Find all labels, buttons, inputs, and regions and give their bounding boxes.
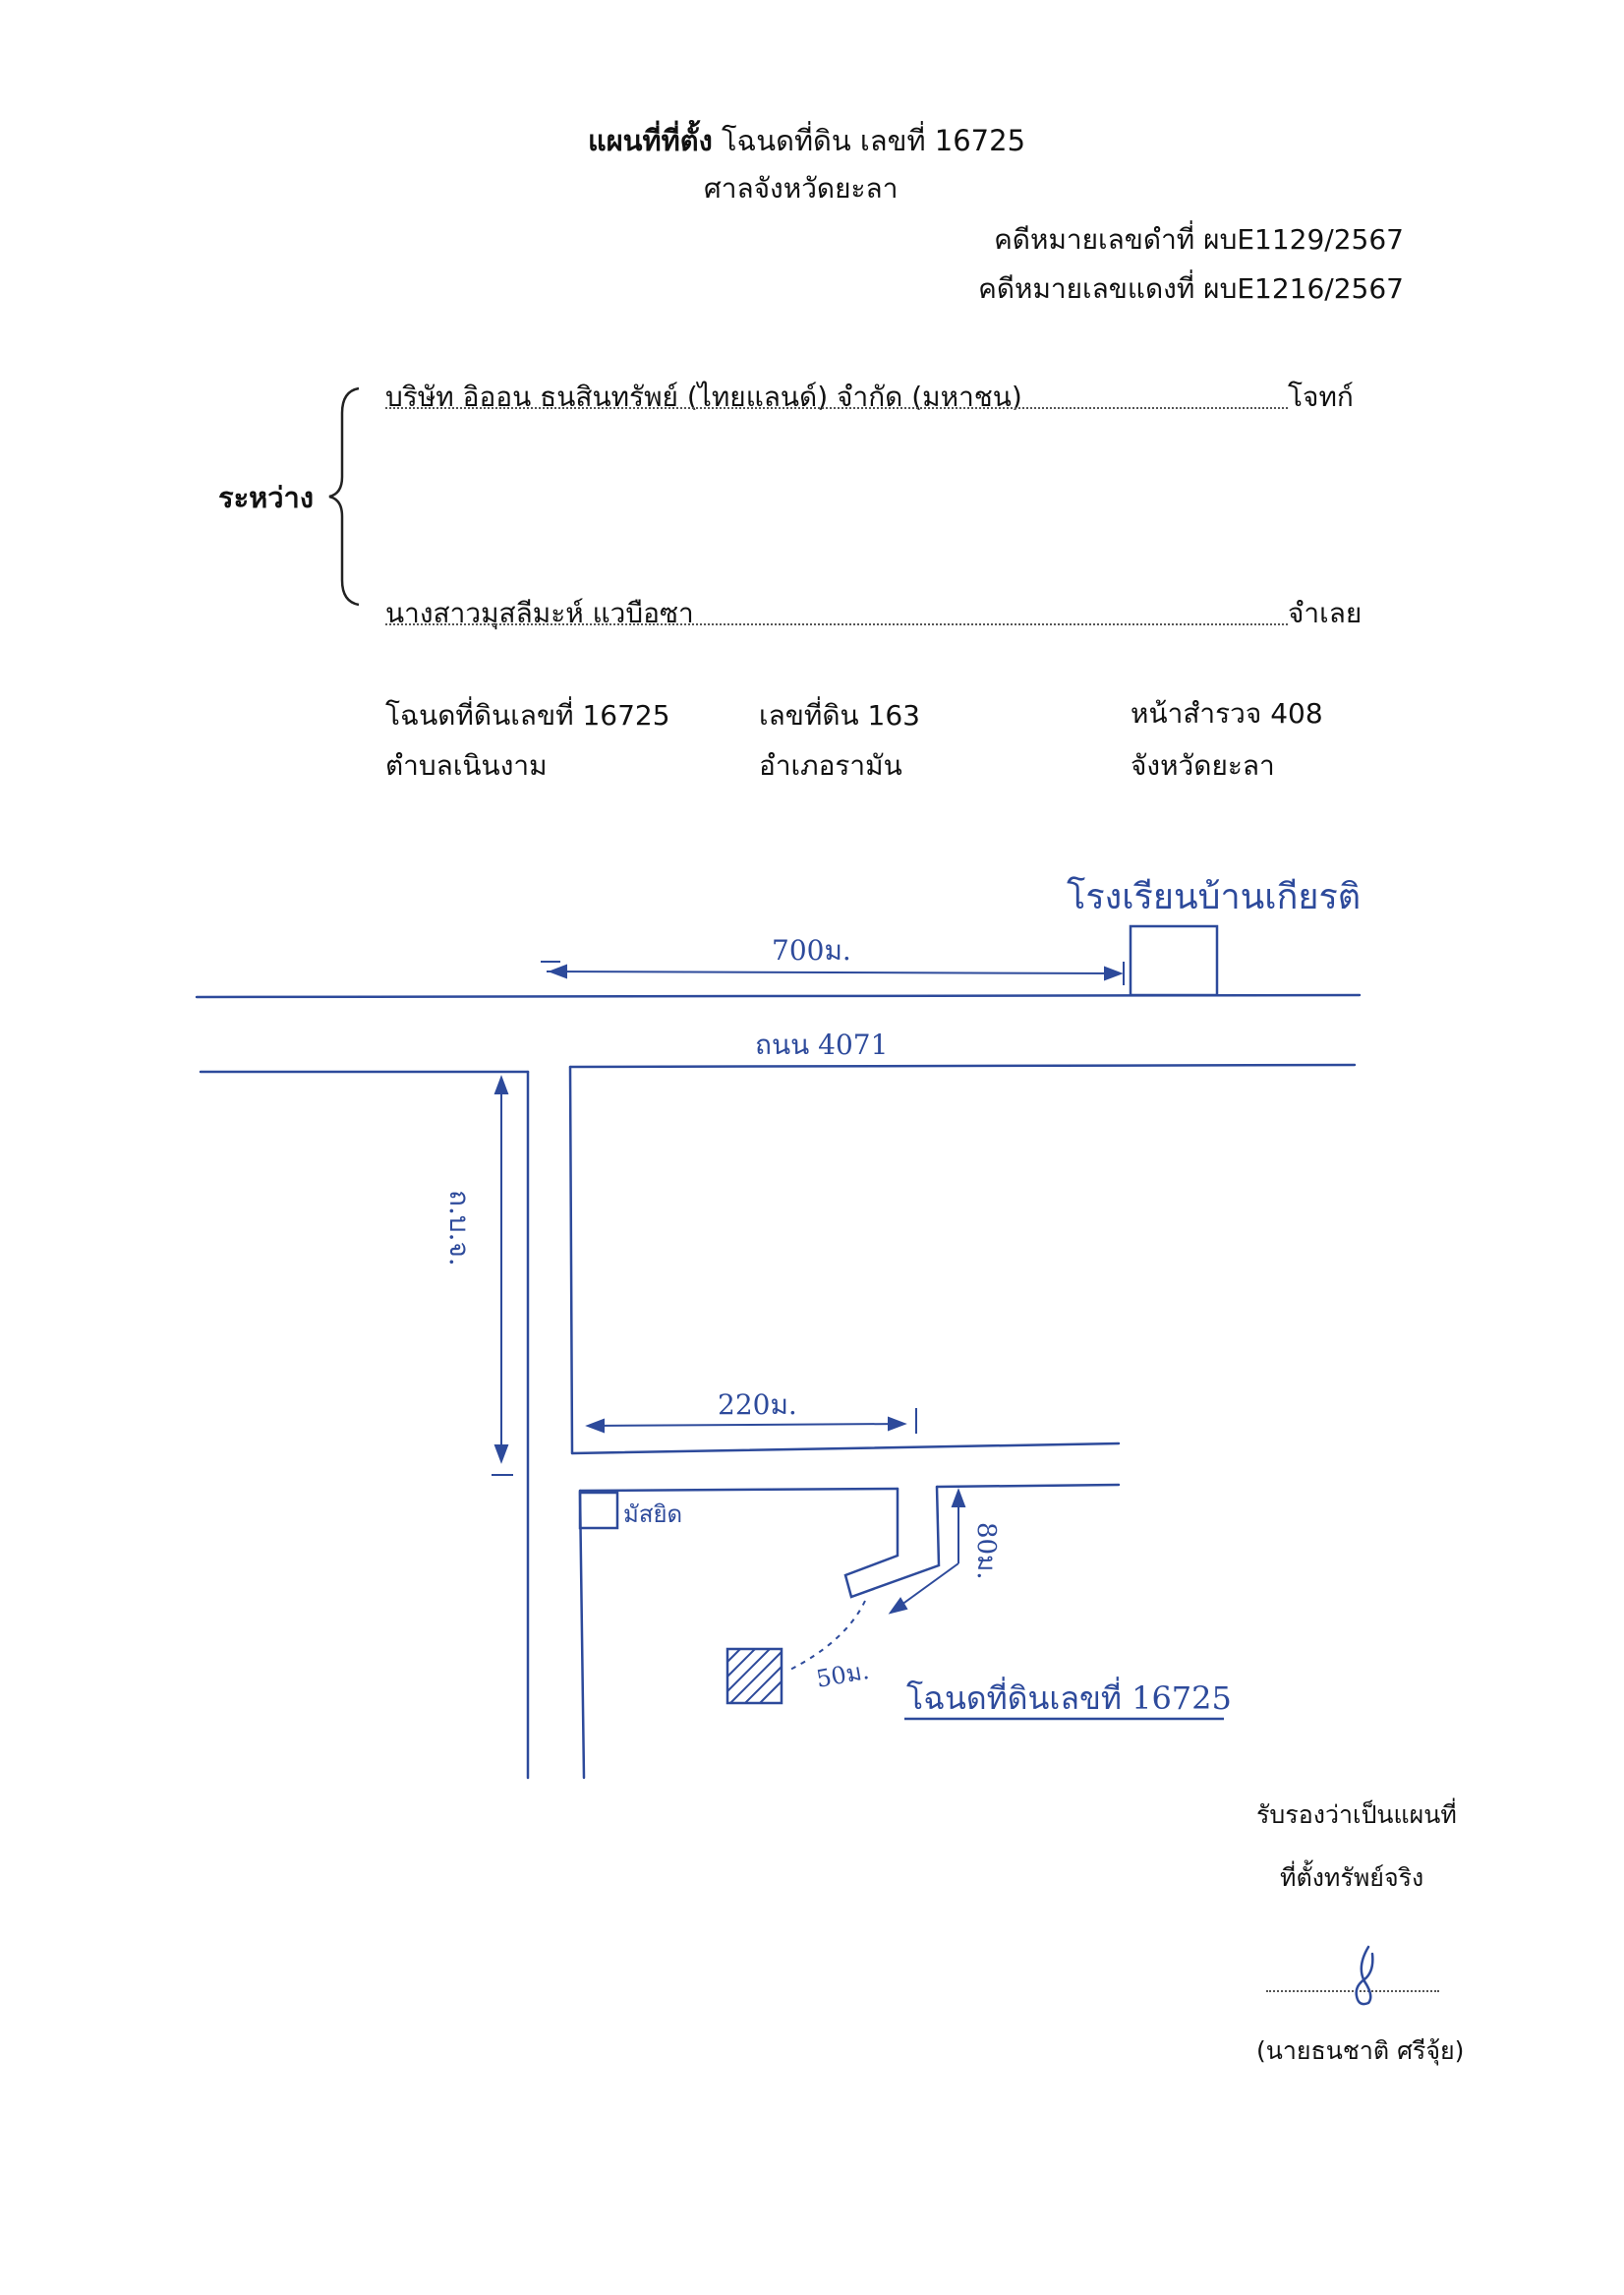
district: อำเภอรามัน [759,749,902,782]
defendant-role: จำเลย [1288,597,1363,629]
dist-side-label: 220ม. [718,1388,797,1421]
subdistrict: ตำบลเนินงาม [385,749,548,782]
signer-name: (นายธนชาติ ศรีจุ้ย) [1256,2036,1465,2065]
dist-school-label: 700ม. [772,934,851,967]
road-4071-south-edge-east [568,1063,1357,1069]
branch-road-south-edge-a [578,1487,899,1493]
deed-number: โฉนดที่ดินเลขที่ 16725 [385,699,670,732]
alley-road [843,1485,941,1599]
land-number: เลขที่ดิน 163 [759,699,920,732]
document-title: แผนที่ที่ตั้ง โฉนดที่ดิน เลขที่ 16725 [588,118,1025,163]
court-name: ศาลจังหวัดยะลา [704,172,899,205]
branch-road-south-edge-b [935,1483,1121,1489]
side-road-label: ถ.บ.จ. [443,1190,476,1266]
dist-plot-label: 50ม. [814,1657,871,1693]
between-label: ระหว่าง [218,481,314,514]
province: จังหวัดยะลา [1131,749,1275,782]
signature-line [1266,1990,1439,1992]
road-label: ถนน 4071 [755,1029,888,1061]
defendant-dotted-line [385,623,1288,625]
plot-hatching [726,1648,783,1704]
survey-page: หน้าสำรวจ 408 [1131,697,1323,730]
brace-icon [328,386,360,607]
branch-road-north-edge [570,1442,1121,1455]
cert-line-2: ที่ตั้งทรัพย์จริง [1280,1863,1424,1892]
dim-school-arrow [1104,966,1124,981]
school-label: โรงเรียนบ้านเกียรติ [1067,876,1361,917]
black-case-number: คดีหมายเลขดำที่ ผบE1129/2567 [994,223,1404,256]
cert-line-1: รับรองว่าเป็นแผนที่ [1256,1800,1457,1829]
dim-school-line [546,971,1122,974]
title-rest: โฉนดที่ดิน เลขที่ 16725 [712,124,1026,157]
mosque-icon [578,1491,619,1530]
signature-icon [1355,1945,1374,2006]
title-bold: แผนที่ที่ตั้ง [588,124,713,157]
side-road-east-edge-upper [568,1065,574,1455]
dim-branch-line [587,1423,905,1427]
mosque-label: มัสยิด [623,1501,682,1528]
plot-label: โฉนดที่ดินเลขที่ 16725 [906,1677,1232,1717]
side-road-east-edge-lower [578,1489,586,1780]
plaintiff-role: โจทก์ [1288,381,1354,413]
red-case-number: คดีหมายเลขแดงที่ ผบE1216/2567 [978,272,1404,305]
plaintiff-dotted-line [385,407,1288,409]
dist-alley-label: 80ม. [971,1522,1001,1580]
school-building-icon [1129,924,1219,997]
